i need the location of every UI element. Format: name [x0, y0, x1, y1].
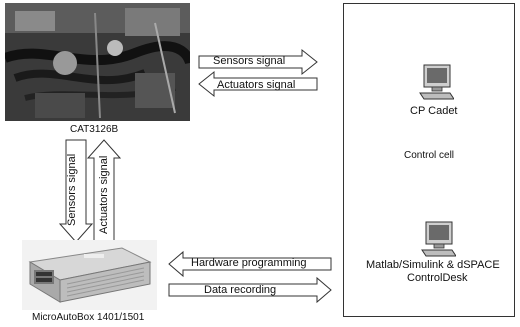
data-recording-arrow — [168, 276, 332, 304]
control-cell-box — [343, 3, 515, 317]
engine-cell-arrows — [198, 48, 318, 98]
hardware-programming-label: Hardware programming — [191, 257, 307, 269]
pc2-label-line1: Matlab/Simulink & dSPACE — [366, 259, 500, 271]
ecu-caption: MicroAutoBox 1401/1501 — [32, 312, 145, 323]
sensors-right-arrow — [198, 48, 318, 76]
hardware-programming-arrow — [168, 250, 332, 278]
engine-ecu-arrows — [58, 139, 122, 243]
actuators-up-label: Actuators signal — [98, 155, 110, 234]
engine-caption: CAT3126B — [70, 124, 119, 135]
control-cell-title: Control cell — [404, 150, 455, 161]
computer-icon — [421, 221, 456, 257]
pc2-label-line2: ControlDesk — [407, 272, 468, 284]
engine-photo — [5, 3, 190, 121]
ecu-photo-graphic — [22, 240, 157, 310]
sensors-down-label: Sensors signal — [66, 153, 78, 226]
computer-icon — [419, 64, 454, 100]
ecu-cell-arrows — [168, 250, 332, 304]
sensors-right-label: Sensors signal — [213, 55, 286, 67]
data-recording-label: Data recording — [204, 284, 277, 296]
actuators-left-label: Actuators signal — [217, 79, 296, 91]
ecu-photo — [22, 240, 157, 310]
actuators-up-arrow — [86, 139, 122, 243]
sensors-down-arrow — [58, 139, 94, 243]
engine-photo-graphic — [5, 3, 190, 121]
actuators-left-arrow — [198, 70, 318, 98]
pc1-label: CP Cadet — [410, 105, 458, 117]
